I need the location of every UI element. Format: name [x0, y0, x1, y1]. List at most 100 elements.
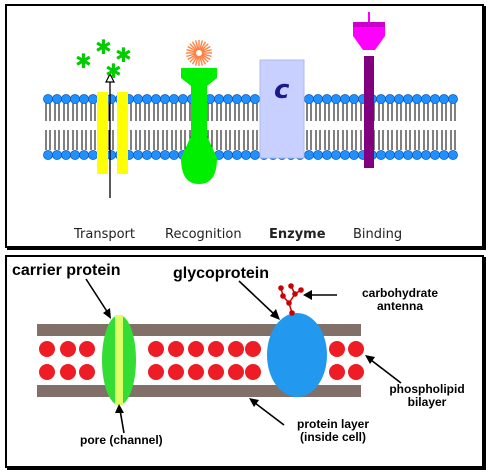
- label-glycoprotein: glycoprotein: [173, 265, 270, 282]
- label-phospholipid-bilayer: phospholipid bilayer: [389, 382, 465, 409]
- phospholipid-dot: [208, 341, 224, 357]
- phospholipid-dot: [60, 364, 76, 380]
- lipid-head: [412, 150, 422, 160]
- lipid-head: [88, 94, 98, 104]
- lipid-head: [52, 150, 62, 160]
- lipid-head: [313, 150, 323, 160]
- phospholipid-dot: [329, 364, 345, 380]
- phospholipid-dot: [208, 364, 224, 380]
- lipid-head: [88, 150, 98, 160]
- lipid-head: [322, 94, 332, 104]
- lipid-head: [241, 94, 251, 104]
- phospholipid-dot: [348, 364, 364, 380]
- phospholipid-dot: [79, 341, 95, 357]
- lipid-head: [304, 94, 314, 104]
- annotation-arrows: [85, 278, 402, 434]
- phospholipid-dot: [39, 341, 55, 357]
- lipid-head: [331, 150, 341, 160]
- svg-text:✱: ✱: [75, 49, 92, 73]
- pore-channel: [115, 315, 123, 405]
- membrane-functions-panel: ✱ ✱ ✱ ✱ c Transport Recognition Enzyme B…: [5, 4, 484, 248]
- lipid-head: [349, 150, 359, 160]
- transport-protein: [97, 92, 128, 174]
- lipid-head: [223, 94, 233, 104]
- membrane-functions-diagram: ✱ ✱ ✱ ✱ c: [43, 12, 458, 198]
- phospholipid-dot: [188, 364, 204, 380]
- phospholipid-dot: [39, 364, 55, 380]
- lipid-head: [52, 94, 62, 104]
- enzyme-protein: c: [259, 59, 305, 159]
- phospholipid-dot: [228, 341, 244, 357]
- lipid-head: [232, 94, 242, 104]
- phospholipid-dot: [148, 364, 164, 380]
- lipid-head: [331, 94, 341, 104]
- lipid-head: [349, 94, 359, 104]
- lipid-head: [430, 94, 440, 104]
- lipid-head: [313, 94, 323, 104]
- lipid-head: [70, 94, 80, 104]
- lipid-head: [79, 150, 89, 160]
- lipid-head: [169, 94, 179, 104]
- lipid-head: [376, 94, 386, 104]
- phospholipid-dot: [228, 364, 244, 380]
- lipid-head: [304, 150, 314, 160]
- lipid-head: [394, 150, 404, 160]
- svg-text:✱: ✱: [105, 59, 122, 83]
- lipid-head: [394, 94, 404, 104]
- lipid-head: [160, 150, 170, 160]
- lipid-head: [43, 94, 53, 104]
- lipid-head: [151, 94, 161, 104]
- lipid-head: [223, 150, 233, 160]
- lipid-head: [169, 150, 179, 160]
- label-pore-channel: pore (channel): [80, 433, 163, 447]
- lipid-head: [448, 150, 458, 160]
- lipid-head: [421, 94, 431, 104]
- svg-text:✱: ✱: [115, 43, 132, 67]
- lipid-head: [43, 150, 53, 160]
- lipid-head: [70, 150, 80, 160]
- lipid-head: [79, 94, 89, 104]
- lipid-head: [250, 150, 260, 160]
- lipid-head: [322, 150, 332, 160]
- phospholipid-dot: [168, 341, 184, 357]
- lipid-head: [160, 94, 170, 104]
- recognition-protein: [181, 68, 217, 184]
- lipid-head: [448, 94, 458, 104]
- lipid-head: [430, 150, 440, 160]
- lipid-head: [151, 150, 161, 160]
- phospholipid-dots: [39, 341, 364, 380]
- phospholipid-dot: [148, 341, 164, 357]
- phospholipid-dot: [329, 341, 345, 357]
- lipid-head: [61, 150, 71, 160]
- membrane-structure-diagram: [37, 278, 402, 434]
- phospholipid-dot: [348, 341, 364, 357]
- lipid-head: [142, 150, 152, 160]
- phospholipid-dot: [60, 341, 76, 357]
- lipid-head: [340, 150, 350, 160]
- lipid-head: [412, 94, 422, 104]
- membrane-structure-panel: carrier protein glycoprotein carbohydrat…: [5, 255, 484, 468]
- lipid-head: [133, 150, 143, 160]
- label-binding: Binding: [353, 227, 403, 242]
- transport-arrow: [105, 72, 115, 198]
- lipid-head: [376, 150, 386, 160]
- phospholipid-dot: [245, 341, 261, 357]
- label-recognition: Recognition: [165, 227, 242, 242]
- glycoprotein: [267, 313, 327, 397]
- carrier-protein: [102, 315, 136, 405]
- phospholipid-dot: [79, 364, 95, 380]
- lipid-head: [403, 94, 413, 104]
- lipid-head: [232, 150, 242, 160]
- lipid-head: [142, 94, 152, 104]
- lipid-head: [340, 94, 350, 104]
- lipid-head: [133, 94, 143, 104]
- svg-text:✱: ✱: [95, 35, 112, 59]
- label-enzyme: Enzyme: [269, 227, 326, 242]
- label-protein-layer: protein layer (inside cell): [296, 417, 370, 444]
- carbohydrate-antenna-icon: [278, 283, 304, 316]
- lipid-head: [421, 150, 431, 160]
- label-transport: Transport: [74, 227, 136, 242]
- recognition-glycan-icon: [186, 40, 212, 66]
- lipid-head: [178, 94, 188, 104]
- lipid-head: [61, 94, 71, 104]
